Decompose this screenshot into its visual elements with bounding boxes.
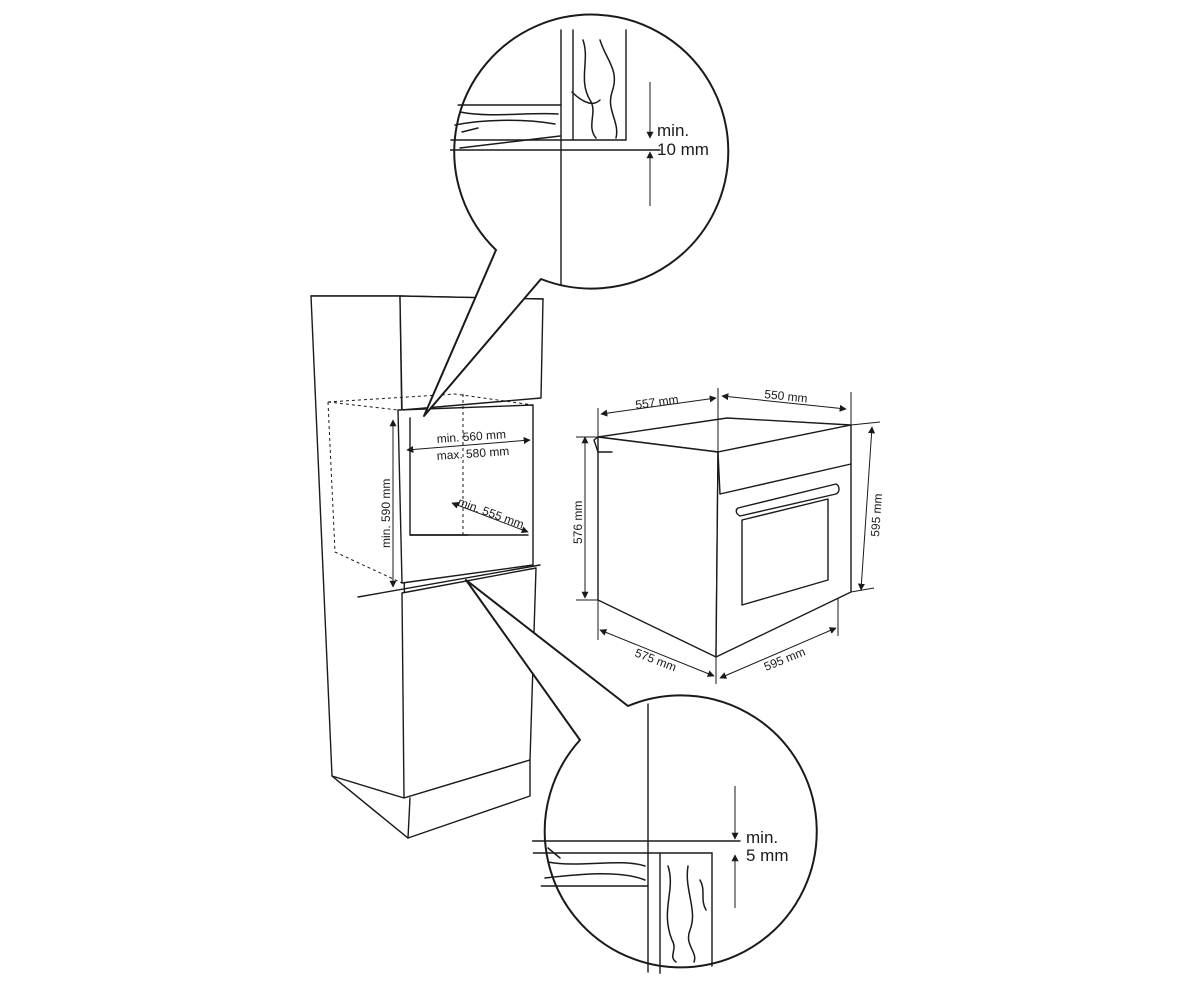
recess-dash-back: [327, 393, 534, 406]
plinth-corner: [407, 797, 411, 839]
oven-door-window: [741, 498, 829, 606]
width-max-label: max. 580 mm: [436, 444, 509, 463]
oven-top-width-label: 550 mm: [764, 387, 809, 405]
shelf-divider-line: [357, 564, 541, 598]
bottom-clearance-detail: min. 5 mm: [465, 579, 818, 974]
width-min-label: min. 560 mm: [436, 427, 506, 446]
oven-bottom-depth-label: 575 mm: [633, 646, 678, 675]
bottom-width-arrow: [719, 627, 837, 679]
oven-flange: [593, 436, 613, 453]
oven-bottom-width-label: 595 mm: [762, 645, 807, 674]
built-in-oven: [593, 417, 852, 658]
tall-cabinet: [310, 295, 544, 839]
width-arrow: [406, 437, 531, 453]
top-gap-label-line2: 10 mm: [657, 140, 709, 159]
bottom-gap-label-line1: min.: [746, 828, 778, 847]
recess-dash-side: [327, 401, 403, 584]
oven-front-height-label: 595 mm: [868, 493, 885, 537]
height-min-label: min. 590 mm: [379, 479, 393, 548]
top-depth-arrow: [600, 395, 717, 417]
top-detail-callout: [423, 13, 730, 417]
oven-front-edge: [717, 451, 721, 495]
oven-control-strip: [719, 463, 852, 495]
cabinet-plinth: [331, 759, 531, 839]
oven-side-height-label: 576 mm: [571, 501, 585, 544]
depth-arrow: [451, 501, 529, 534]
front-height-arrow: [857, 426, 876, 591]
top-clearance-detail: min. 10 mm: [423, 13, 730, 417]
bottom-depth-arrow: [599, 629, 715, 677]
bottom-gap-label-line2: 5 mm: [746, 846, 789, 865]
oven-side: [597, 436, 719, 658]
cabinet-lower-door: [401, 567, 537, 799]
top-width-arrow: [721, 393, 847, 412]
oven-top-depth-label: 557 mm: [634, 392, 679, 412]
top-gap-label-line1: min.: [657, 121, 689, 140]
oven-door-handle: [735, 483, 840, 517]
